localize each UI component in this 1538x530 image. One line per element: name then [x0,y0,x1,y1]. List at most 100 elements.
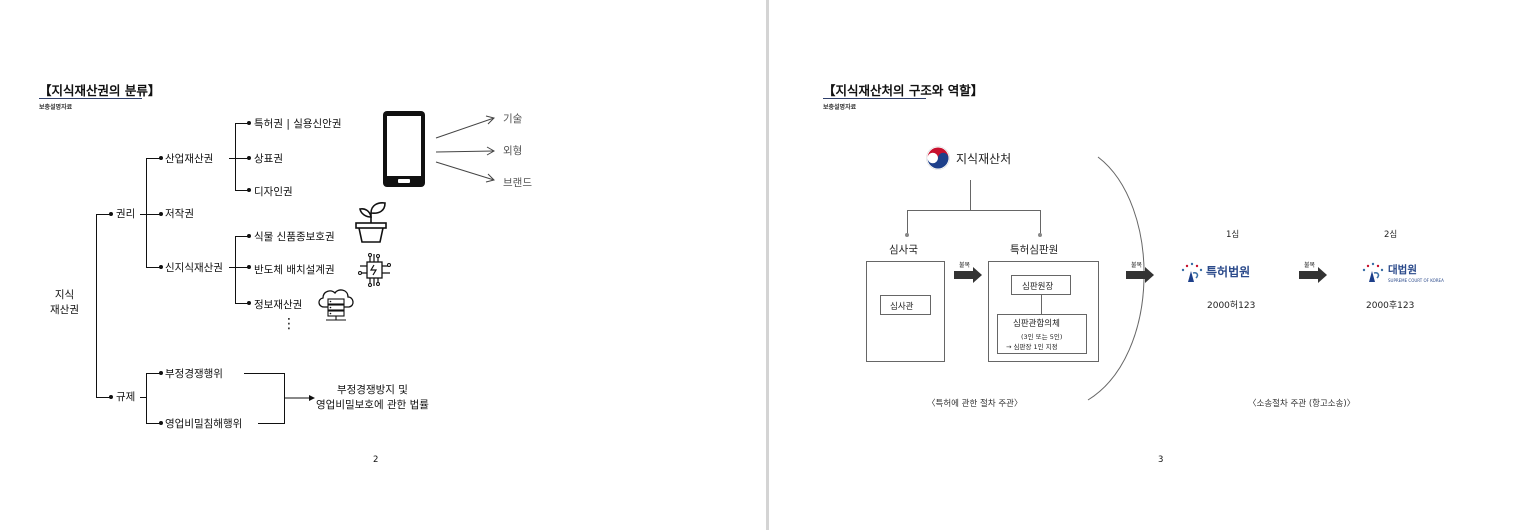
branch-regulation: 규제 [116,391,136,403]
node-dot [247,156,251,160]
page-number: 3 [1158,455,1164,465]
appeal-arrow-icon [1299,267,1327,283]
node-dot [1038,233,1042,237]
label-brand: 브랜드 [503,177,532,189]
slide-ip-office-structure: 【지식재산처의 구조와 역할】 보충설명자료 지식재산처 심사국 특허심판원 심… [770,0,1538,530]
node-dot [159,265,163,269]
tree-line [96,214,110,215]
tree-line [235,236,249,237]
court-emblem-icon [1362,262,1384,282]
node-trade-secret: 영업비밀침해행위 [165,418,243,430]
supreme-court-english: SUPREME COURT OF KOREA [1388,278,1444,283]
korea-gov-logo-icon [926,146,950,170]
tree-line [140,214,160,215]
node-dot [159,156,163,160]
page-title: 【지식재산처의 구조와 역할】 [823,83,984,98]
tree-line [146,158,160,159]
node-dot [109,395,113,399]
cloud-server-icon [318,289,354,321]
examiner-label: 심사관 [890,302,914,312]
node-plant-variety: 식물 신품종보호권 [254,231,335,243]
arrows-from-phone [435,115,496,183]
node-info-property: 정보재산권 [254,299,303,311]
node-dot [247,188,251,192]
tree-line [96,397,110,398]
label-technology: 기술 [503,113,523,125]
smartphone-icon [383,111,425,187]
node-dot [247,121,251,125]
root-ip-rights: 지식 재산권 [50,289,79,316]
tree-line [146,373,147,423]
tree-line [146,158,147,267]
arrow-right-icon [285,395,315,401]
tree-line [235,236,236,303]
org-line [907,210,908,234]
court-emblem-icon [1181,262,1203,282]
tree-line [229,158,249,159]
node-copyright: 저작권 [165,208,194,220]
title-underline [823,98,926,99]
node-dot [247,234,251,238]
org-line [907,210,1041,211]
page-divider [766,0,769,530]
tree-line [140,397,147,398]
chief-judge-label: 심판원장 [1022,282,1054,292]
node-trademark: 상표권 [254,153,283,165]
appeal-arrow-icon [1126,267,1154,283]
node-dot [159,371,163,375]
bracket-line [284,373,285,424]
circuit-chip-icon [358,253,391,287]
page-subtitle: 보충설명자료 [39,104,73,111]
patent-court-name: 특허법원 [1206,265,1251,279]
ellipsis-more: ⋮ [282,316,296,332]
node-dot [247,265,251,269]
node-dot [159,212,163,216]
exam-bureau-label: 심사국 [889,244,918,256]
instance-2-label: 2심 [1384,230,1398,240]
appeal-label: 불복 [1304,262,1316,269]
caption-ip-office-role: 〈특허에 관한 절차 주관〉 [927,399,1023,409]
page-subtitle: 보충설명자료 [823,104,857,111]
supreme-court-name: 대법원 [1388,264,1417,276]
label-exterior: 외형 [503,145,523,157]
node-new-ip: 신지식재산권 [165,262,223,274]
node-dot [159,421,163,425]
page-title: 【지식재산권의 분류】 [39,83,161,98]
org-line [1041,295,1042,314]
tree-line [235,190,249,191]
bracket-line [244,373,284,374]
branch-rights: 권리 [116,208,136,220]
tree-line [146,423,160,424]
tree-line [146,373,160,374]
node-industrial-property: 산업재산권 [165,153,214,165]
node-dot [109,212,113,216]
tree-line [235,123,236,190]
appeal-arrow-icon [954,267,982,283]
title-underline [39,98,142,99]
trial-panel-label: 심판관합의체 [1013,319,1060,329]
node-semiconductor-layout: 반도체 배치설계권 [254,264,335,276]
trial-panel-note: → 심판장 1인 지정 [1006,343,1058,351]
chief-judge-box [1011,275,1071,295]
case-number-2: 2000후123 [1366,301,1415,311]
tree-line [229,267,249,268]
trial-panel-box [997,314,1087,354]
page-number: 2 [373,455,379,465]
plant-pot-icon [355,202,387,243]
node-unfair-competition: 부정경쟁행위 [165,368,223,380]
bracket-line [258,423,284,424]
trial-board-label: 특허심판원 [1010,244,1059,256]
org-name: 지식재산처 [956,152,1012,166]
trial-panel-note: (3인 또는 5인) [1021,333,1063,341]
law-unfair-competition: 부정경쟁방지 및 영업비밀보호에 관한 법률 [316,384,429,411]
appeal-label: 불복 [959,262,971,269]
instance-1-label: 1심 [1226,230,1240,240]
tree-line [146,267,160,268]
caption-court-role: 〈소송절차 주관 (항고소송)〉 [1248,399,1356,409]
tree-line [96,214,97,398]
jurisdiction-divider-curve [1087,156,1145,401]
slide-ip-classification: 【지식재산권의 분류】 보충설명자료 지식 재산권 권리 규제 산업재산권 저작… [0,0,766,530]
org-line [1040,210,1041,234]
appeal-label: 불복 [1131,262,1143,269]
node-patent-utility: 특허권 | 실용신안권 [254,118,342,130]
